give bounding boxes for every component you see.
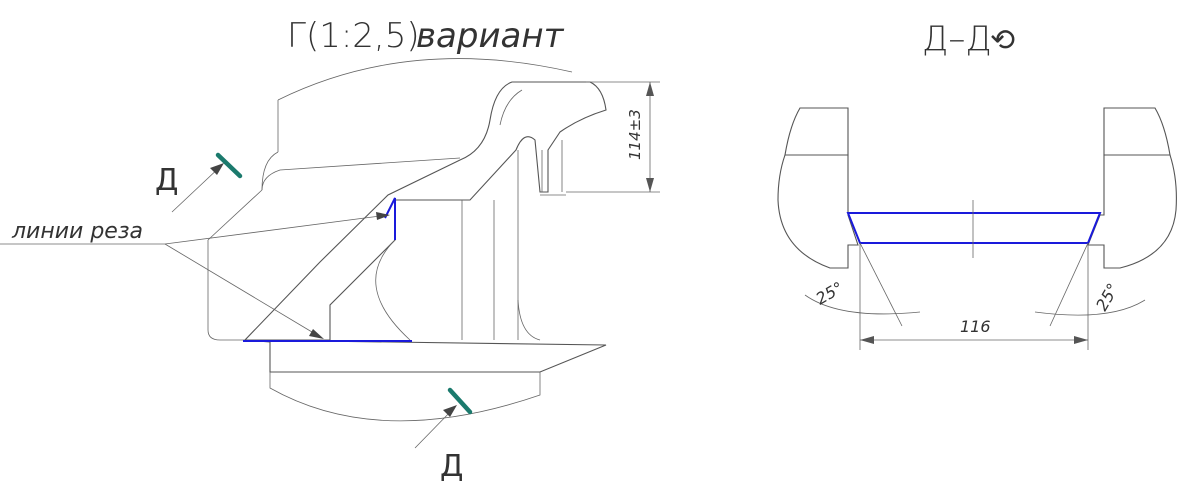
section-arrow-top — [171, 164, 223, 213]
dimension-width: 116 — [960, 317, 991, 336]
section-arrow-bottom-head — [443, 405, 457, 417]
right-jaw-top — [1103, 107, 1171, 156]
cut-lines-label: линии реза — [11, 219, 143, 244]
dim-arrow-top — [646, 82, 654, 96]
semicircle-cutout — [375, 239, 411, 341]
section-mark-top — [215, 152, 243, 179]
section-mark-bottom — [447, 387, 473, 415]
left-view: Г(1:2,5) вариант — [0, 16, 660, 481]
angle-label-right: 25° — [1092, 280, 1123, 314]
left-block-outline — [261, 157, 461, 191]
dimension-height: 114±3 — [626, 109, 644, 160]
head-inner-line — [499, 89, 523, 126]
left-view-title: Г(1:2,5) — [287, 16, 420, 56]
angle-label-left: 25° — [813, 278, 847, 309]
section-label-top: Д — [155, 163, 178, 198]
cut-leader-2 — [164, 243, 323, 339]
left-jaw-top — [784, 107, 849, 156]
rail-head-section — [243, 81, 607, 341]
base-section — [244, 339, 607, 373]
angle-line-right — [1049, 242, 1089, 327]
cut-leader-1-head — [376, 212, 390, 220]
cut-leader-1 — [164, 214, 389, 245]
rotation-icon: ⟲ — [990, 23, 1015, 58]
angle-arc-right — [1034, 299, 1146, 316]
cut-line-upper — [384, 197, 396, 240]
section-arrow-top-head — [210, 163, 224, 175]
web-fillet — [517, 299, 541, 341]
right-view-title: Д–Д — [922, 19, 992, 59]
cut-profile — [846, 212, 1102, 244]
dim-arrow-right — [1074, 336, 1088, 344]
right-view: Д–Д ⟲ 25° 25° 116 — [777, 19, 1177, 350]
section-label-bottom: Д — [440, 449, 463, 481]
dim-arrow-left — [860, 336, 874, 344]
left-block-side — [207, 240, 245, 341]
cut-leader-2-head — [309, 329, 324, 339]
upper-contour-arc — [277, 58, 573, 101]
angle-line-left — [859, 242, 903, 327]
angle-arc-left — [804, 294, 921, 315]
left-jaw-section — [777, 154, 859, 269]
upper-contour-step — [261, 151, 279, 191]
right-jaw-section — [1087, 154, 1177, 269]
lower-contour — [269, 372, 541, 422]
dim-arrow-bottom — [646, 178, 654, 192]
left-block-front — [207, 189, 263, 241]
variant-label: вариант — [416, 16, 565, 56]
